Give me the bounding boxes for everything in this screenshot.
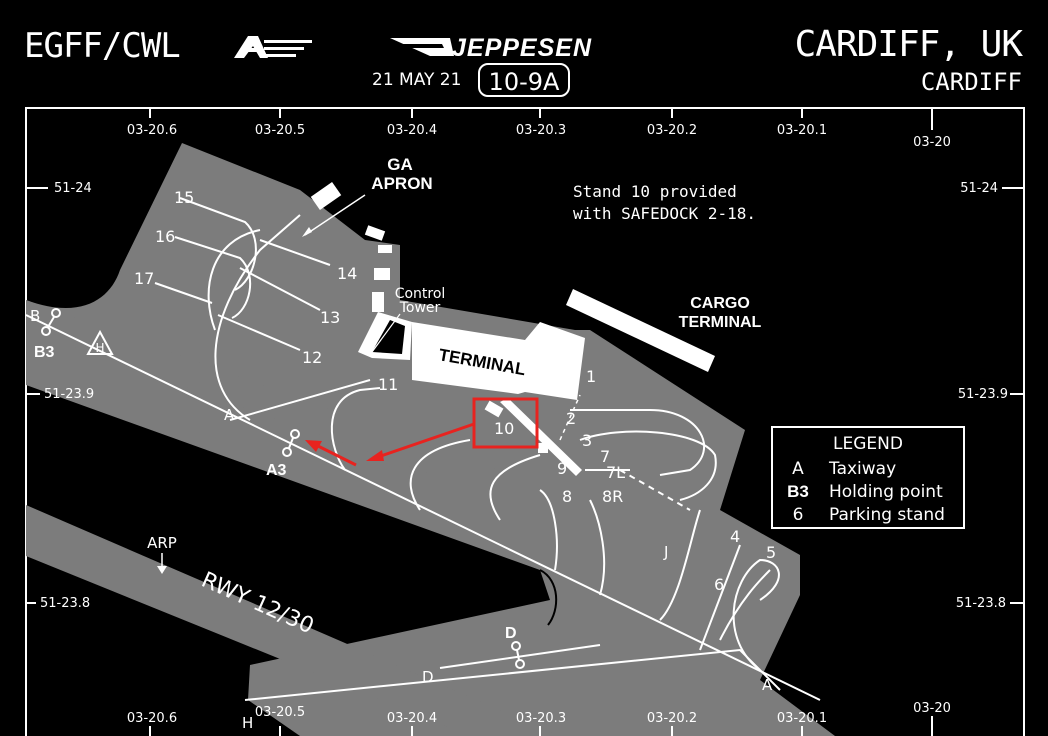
stand-label: 15 — [174, 188, 194, 207]
jeppesen-a-logo-icon — [234, 36, 312, 58]
legend-code: 6 — [792, 505, 804, 525]
holding-point-d-icon — [511, 641, 525, 669]
stand-label: 2 — [566, 409, 576, 428]
chart-date: 21 MAY 21 — [372, 70, 462, 90]
lon-label-bottom: 03-20.6 — [127, 711, 177, 726]
stand-label: 1 — [586, 367, 596, 386]
lon-label-bottom: 03-20.5 — [255, 705, 305, 720]
grid-ticks — [26, 108, 1024, 736]
legend-code: A — [792, 459, 804, 479]
terminal-building — [412, 322, 585, 400]
holding-point-a3-icon — [282, 429, 300, 457]
stand-10-jetty — [484, 398, 582, 476]
icao-code: EGFF/CWL — [24, 26, 181, 66]
legend-code: B3 — [787, 482, 809, 501]
control-tower-label: Tower — [399, 300, 441, 316]
lat-label-left: 51-23.8 — [40, 596, 90, 611]
legend-row: 6 Parking stand — [773, 505, 963, 527]
stand-label: 14 — [337, 264, 357, 283]
stand-label: 4 — [730, 527, 740, 546]
cargo-building — [566, 289, 715, 372]
lon-label-top: 03-20.5 — [255, 123, 305, 138]
lon-label-top: 03-20.2 — [647, 123, 697, 138]
airport-name: CARDIFF — [920, 68, 1022, 96]
taxiway-strip — [26, 300, 560, 520]
svg-text:H: H — [95, 341, 104, 355]
taxiway-label-j: J — [663, 543, 668, 561]
stand-label: 16 — [155, 227, 175, 246]
stand-label: 11 — [378, 375, 398, 394]
lon-label-top: 03-20.3 — [516, 123, 566, 138]
brand-name: JEPPESEN — [452, 34, 593, 62]
stand-label: 12 — [302, 348, 322, 367]
lon-label-top: 03-20 — [913, 135, 951, 150]
taxiway-label-d: D — [422, 668, 434, 686]
taxiway-label-a: A — [762, 676, 773, 694]
lon-label-bottom: 03-20.1 — [777, 711, 827, 726]
stand-label: 13 — [320, 308, 340, 327]
lon-label-top: 03-20.1 — [777, 123, 827, 138]
legend-desc: Parking stand — [829, 505, 945, 525]
lon-label-top: 03-20.4 — [387, 123, 437, 138]
lon-label-bottom: 03-20.4 — [387, 711, 437, 726]
legend: LEGEND A Taxiway B3 Holding point 6 Park… — [771, 426, 965, 529]
taxiway-label-a: A — [224, 406, 235, 424]
stand-label-10: 10 — [494, 419, 514, 438]
runway — [26, 505, 560, 736]
stand-note: Stand 10 provided with SAFEDOCK 2-18. — [573, 182, 757, 223]
lat-label-left: 51-23.9 — [44, 387, 94, 402]
legend-row: B3 Holding point — [773, 482, 963, 504]
ga-building — [310, 181, 342, 211]
ga-apron-label: APRON — [371, 174, 432, 193]
lon-label-top: 03-20.6 — [127, 123, 177, 138]
arp-label: ARP — [147, 534, 177, 552]
chart-frame — [25, 107, 1025, 736]
stand-label: 7 — [600, 447, 610, 466]
holding-point-label-d: D — [505, 625, 517, 642]
holding-point-label-b3: B3 — [34, 344, 55, 361]
lon-label-bottom: 03-20.2 — [647, 711, 697, 726]
jeppesen-wing-logo-icon — [390, 38, 454, 56]
lat-label-right: 51-24 — [960, 181, 998, 196]
stand-label: 17 — [134, 269, 154, 288]
lon-label-bottom: 03-20.3 — [516, 711, 566, 726]
legend-row: A Taxiway — [773, 459, 963, 481]
stand-label: 8R — [602, 487, 623, 506]
lat-label-right: 51-23.8 — [956, 596, 1006, 611]
stand-10-highlight-box — [472, 397, 539, 449]
stand-label: 8 — [562, 487, 572, 506]
stand-label: 9 — [557, 459, 567, 478]
cargo-terminal-label: TERMINAL — [679, 314, 762, 331]
holding-point-label-a3: A3 — [266, 462, 287, 479]
helipad-icon: H — [86, 329, 114, 355]
legend-desc: Taxiway — [829, 459, 897, 479]
lat-label-left: 51-24 — [54, 181, 92, 196]
lat-label-right: 51-23.9 — [958, 387, 1008, 402]
holding-point-b-icon — [41, 308, 61, 336]
highlight-arrows — [305, 422, 475, 467]
taxi-lines — [25, 197, 821, 701]
legend-title: LEGEND — [833, 434, 903, 454]
legend-desc: Holding point — [829, 482, 943, 502]
stand-label: 7L — [606, 463, 625, 482]
control-tower-label: Control — [395, 286, 446, 302]
city-name: CARDIFF, UK — [794, 24, 1023, 65]
ga-apron-label: GA — [387, 155, 413, 174]
chart-number: 10-9A — [478, 63, 570, 97]
stand-label: 3 — [582, 431, 592, 450]
cargo-terminal-label: CARGO — [690, 295, 750, 312]
holding-point-label-b: B — [30, 307, 40, 325]
taxiway-label-h: H — [242, 714, 253, 732]
stand-label: 6 — [714, 575, 724, 594]
lon-label-bottom: 03-20 — [913, 701, 951, 716]
stand-label: 5 — [766, 543, 776, 562]
